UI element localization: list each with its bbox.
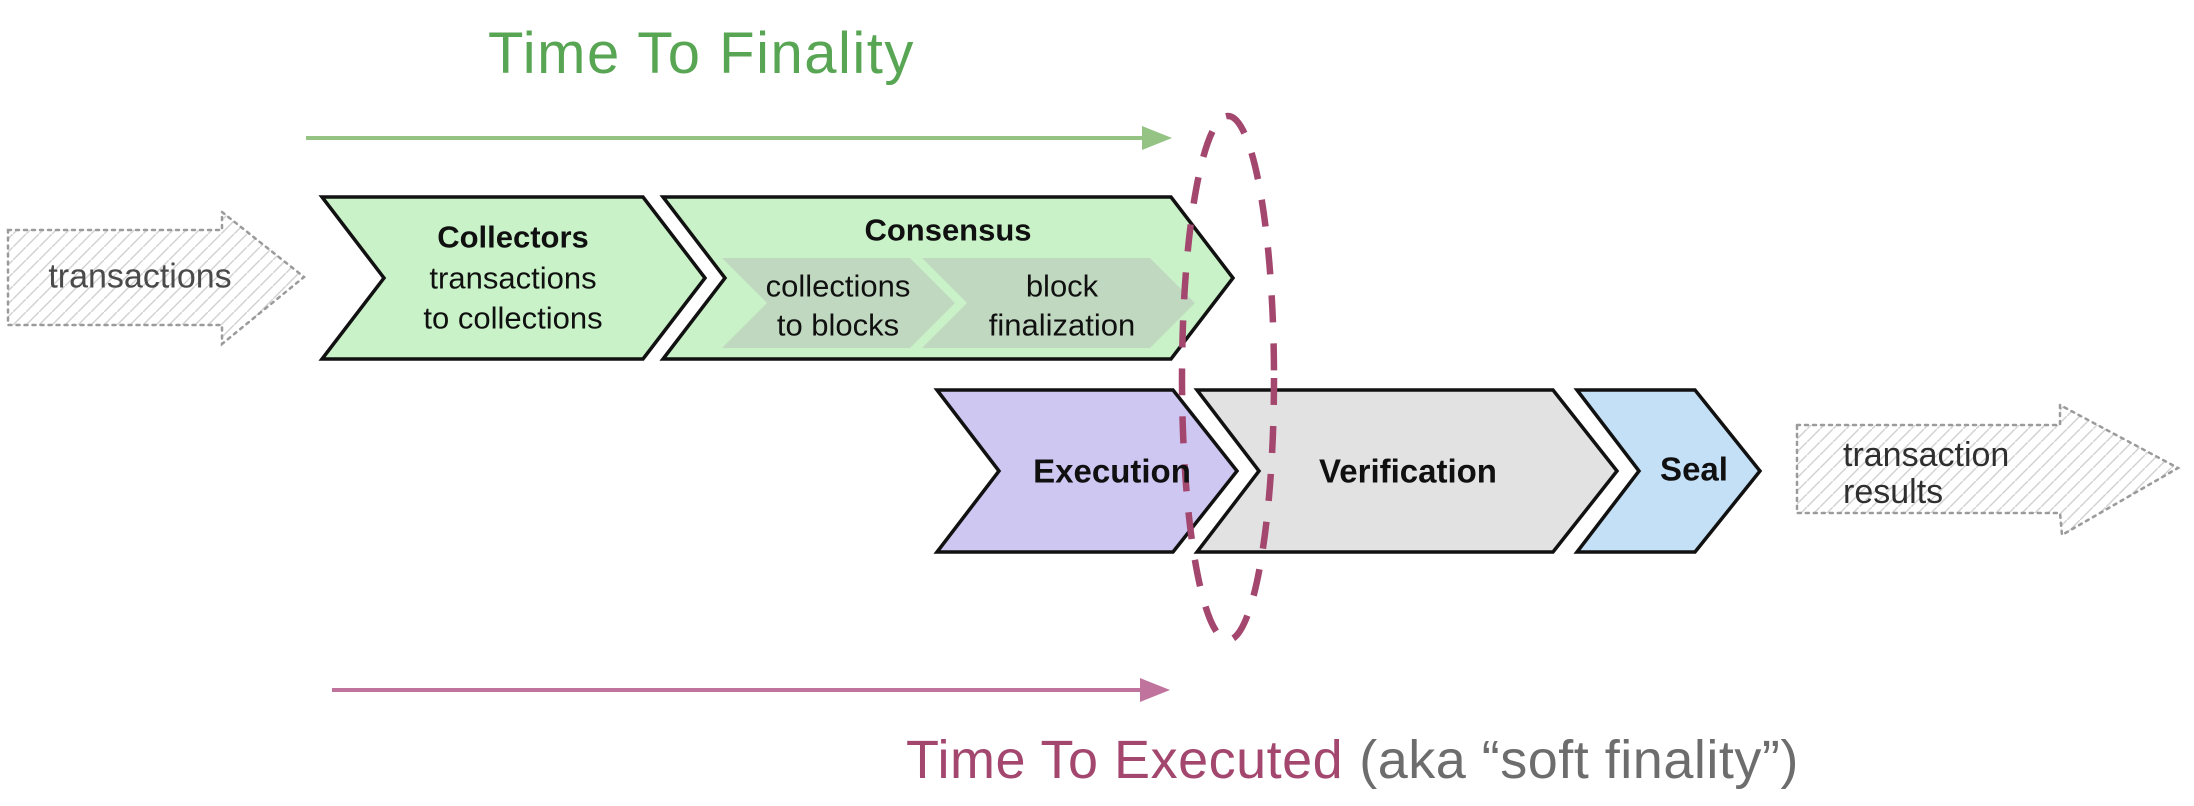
transaction-results-line2: results	[1843, 473, 1944, 511]
verification-chevron	[1193, 388, 1620, 554]
collectors-subtitle-line2: to collections	[423, 300, 603, 336]
executed-timeline-arrowhead	[1140, 678, 1170, 702]
consensus-title: Consensus	[864, 212, 1032, 248]
seal-title: Seal	[1660, 450, 1728, 488]
collections-to-blocks-line1: collections	[765, 268, 911, 304]
block-finalization-line2: finalization	[988, 307, 1136, 343]
execution-title: Execution	[1033, 452, 1191, 490]
collections-to-blocks-line2: to blocks	[776, 307, 900, 343]
collections-to-blocks-subchevron	[722, 258, 955, 348]
transactions-input-label: transactions	[48, 257, 232, 296]
execution-chevron	[933, 388, 1240, 554]
block-finalization-subchevron	[922, 258, 1195, 348]
time-to-finality-title: Time To Finality	[488, 21, 915, 86]
collectors-title: Collectors	[437, 219, 589, 255]
soft-finality-note: (aka “soft finality”)	[1359, 730, 1799, 790]
transaction-results-arrow	[1795, 402, 2181, 538]
transaction-results-line1: transaction	[1843, 436, 2010, 474]
block-finalization-line1: block	[1025, 268, 1099, 304]
verification-title: Verification	[1319, 452, 1497, 490]
collectors-chevron	[318, 195, 708, 361]
finality-timeline-arrowhead	[1142, 126, 1172, 150]
transaction-results-label: transaction results	[1843, 437, 2009, 511]
soft-finality-boundary-ellipse	[1178, 112, 1278, 644]
time-to-executed-title: Time To Executed	[906, 730, 1344, 790]
time-to-executed-caption: Time To Executed(aka “soft finality”)	[906, 729, 1799, 791]
transactions-input-arrow	[6, 209, 306, 347]
collectors-subtitle-line1: transactions	[429, 260, 597, 296]
seal-chevron	[1573, 388, 1763, 554]
